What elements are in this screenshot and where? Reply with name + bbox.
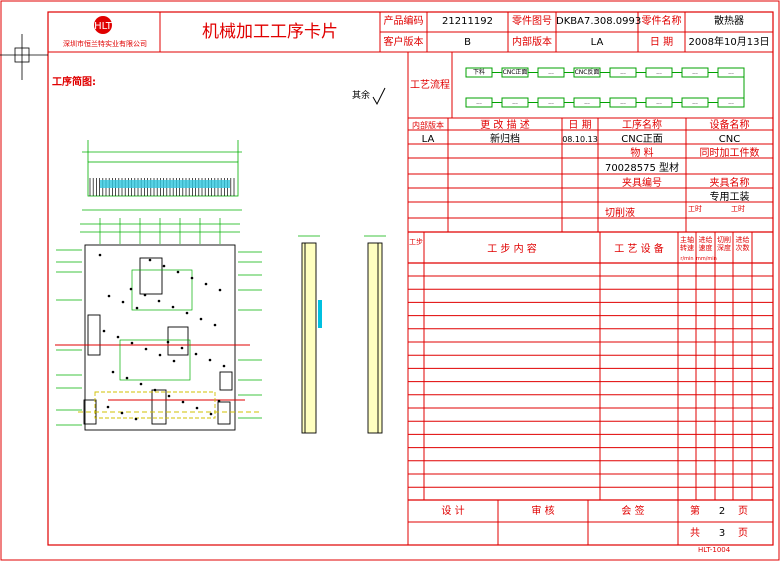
countersign-label: 会 签 [621, 506, 645, 517]
process-flow-label: 工艺流程 [410, 80, 450, 91]
flow-step: ... [692, 99, 698, 106]
op-name-label: 工序名称 [622, 120, 662, 131]
step-equipment-header: 工 艺 设 备 [614, 244, 664, 255]
flow-step: CNC正面 [502, 69, 528, 76]
spindle-speed-header: 主轴转速 [680, 236, 694, 252]
flow-step: ... [548, 69, 554, 76]
internal-version-label: 内部版本 [512, 37, 552, 48]
change-header-version: 内部版本 [412, 121, 444, 130]
unit-mm-min: mm/min [696, 256, 717, 262]
change-header-date: 日 期 [568, 120, 592, 131]
sketch-label: 工序简图: [52, 77, 96, 88]
fixture-name-label: 夹具名称 [709, 178, 750, 189]
material-value: 70028575 型材 [604, 163, 680, 174]
total-unit: 页 [738, 528, 748, 539]
op-name-value: CNC正面 [621, 134, 663, 145]
feed-rate-header: 进给速度 [698, 236, 713, 252]
unit-rpm: r/min [680, 256, 694, 262]
change-row-desc: 新归档 [490, 134, 520, 145]
feed-count-header: 进给次数 [735, 236, 750, 252]
total-label: 共 [690, 528, 700, 539]
customer-version-value: B [464, 37, 471, 48]
flow-step: ... [476, 99, 482, 106]
change-row-version: LA [421, 134, 435, 145]
change-header-desc: 更 改 描 述 [480, 120, 530, 131]
flow-step: ... [548, 99, 554, 106]
review-label: 审 核 [531, 506, 555, 517]
internal-version-value: LA [590, 37, 604, 48]
step-content-header: 工 步 内 容 [487, 244, 537, 255]
flow-step: ... [728, 69, 734, 76]
flow-step: CNC反面 [574, 69, 600, 76]
coolant-label: 切削液 [605, 208, 635, 219]
flow-step: ... [692, 69, 698, 76]
equip-name-value: CNC [718, 134, 741, 145]
date-label: 日 期 [649, 37, 674, 48]
part-number-label: 零件图号 [512, 16, 552, 27]
flow-step: ... [656, 99, 662, 106]
product-code-value: 21211192 [442, 16, 493, 27]
cut-depth-header: 切削深度 [717, 236, 731, 252]
fixture-no-label: 夹具编号 [622, 178, 662, 189]
part-number-value: DKBA7.308.0993 [556, 16, 642, 27]
surface-roughness-mark: 其余 [352, 91, 371, 101]
product-code-label: 产品编码 [383, 16, 424, 27]
change-row-date: 08.10.13 [562, 135, 598, 144]
design-label: 设 计 [441, 506, 465, 517]
date-value: 2008年10月13日 [688, 37, 770, 48]
equip-name-label: 设备名称 [709, 120, 750, 131]
flow-step: ... [656, 69, 662, 76]
fixture-name-value: 专用工装 [709, 192, 750, 203]
part-name-label: 零件名称 [641, 16, 682, 27]
company-name: 深圳市恒兰特实业有限公司 [63, 40, 147, 48]
flow-step: ... [728, 99, 734, 106]
flow-step: ... [584, 99, 590, 106]
part-name-value: 散热器 [714, 16, 744, 27]
page-title: 机械加工工序卡片 [202, 22, 338, 42]
flow-step: ... [620, 69, 626, 76]
svg-text:HLT: HLT [94, 21, 113, 32]
flow-step: ... [512, 99, 518, 106]
form-code: HLT-1004 [698, 546, 731, 554]
customer-version-label: 客户版本 [383, 37, 424, 48]
page-number: 2 [718, 506, 726, 517]
total-pages: 3 [718, 528, 726, 539]
logo-icon: HLT [94, 16, 113, 34]
time1-label: 工时 [688, 205, 702, 213]
page-label: 第 [690, 506, 700, 517]
flow-step: 下料 [472, 69, 485, 76]
step-no-header: 工步 [409, 238, 423, 246]
material-label: 物 料 [630, 148, 654, 159]
page-unit: 页 [738, 506, 748, 517]
time2-label: 工时 [731, 205, 745, 213]
flow-step: ... [620, 99, 626, 106]
simul-count-label: 同时加工件数 [699, 148, 760, 159]
